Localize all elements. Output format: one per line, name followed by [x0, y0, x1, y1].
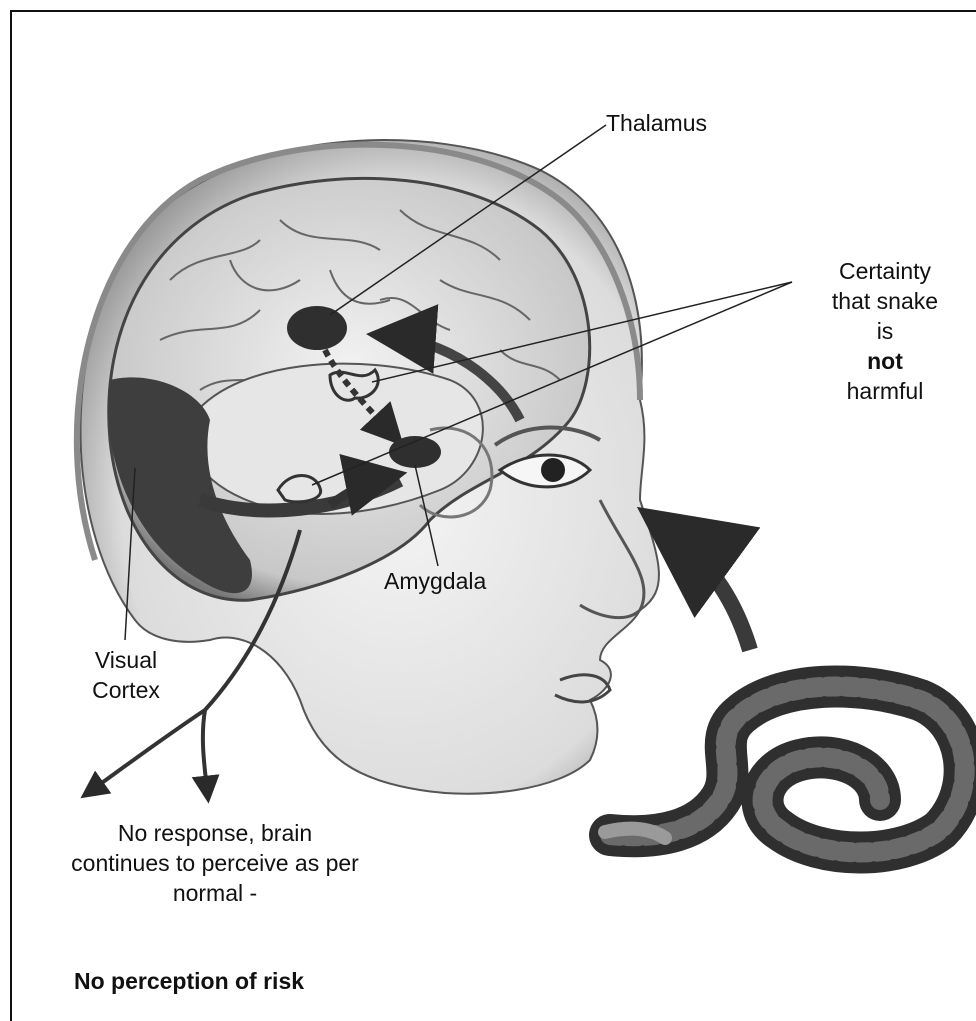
- visual-cortex-line-2: Cortex: [66, 675, 186, 705]
- thalamus-label: Thalamus: [606, 108, 707, 138]
- response-label: No response, brain continues to perceive…: [20, 818, 410, 908]
- amygdala-label: Amygdala: [384, 566, 486, 596]
- response-line-1: No response, brain: [20, 818, 410, 848]
- temporal-lobe: [189, 364, 483, 514]
- response-line-3: normal -: [20, 878, 410, 908]
- certainty-label: Certainty that snake is not harmful: [800, 256, 970, 406]
- snake-to-eye-arrow: [655, 520, 750, 650]
- visual-cortex-label: Visual Cortex: [66, 645, 186, 705]
- certainty-line-2: that snake: [800, 286, 970, 316]
- certainty-emphasis: not: [800, 346, 970, 376]
- response-arrow-down: [203, 710, 208, 798]
- visual-cortex-line-1: Visual: [66, 645, 186, 675]
- thalamus-node: [287, 306, 347, 350]
- snake: [605, 686, 965, 852]
- certainty-line-5: harmful: [800, 376, 970, 406]
- certainty-line-3: is: [800, 316, 970, 346]
- certainty-line-1: Certainty: [800, 256, 970, 286]
- response-line-2: continues to perceive as per: [20, 848, 410, 878]
- conclusion-label: No perception of risk: [74, 966, 304, 996]
